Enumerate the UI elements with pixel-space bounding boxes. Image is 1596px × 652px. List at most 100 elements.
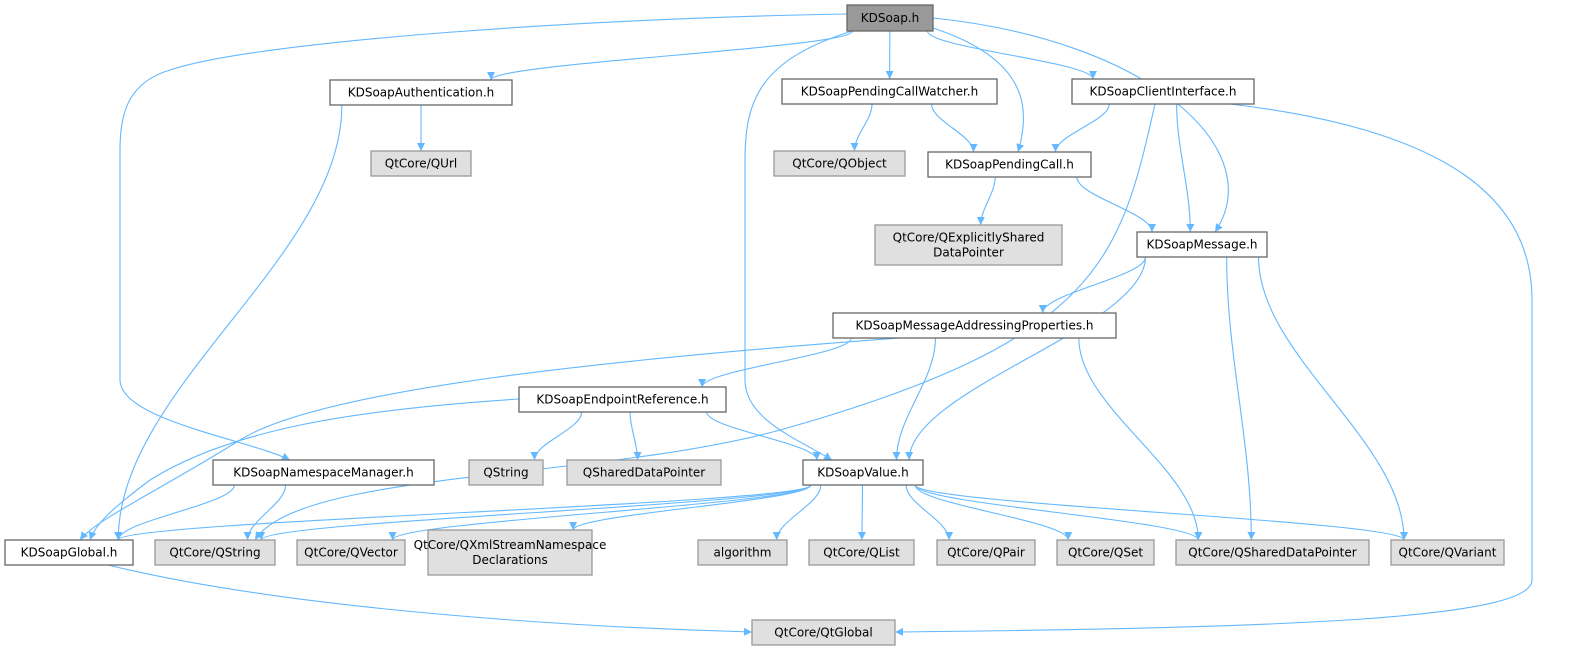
- node-qset: QtCore/QSet: [1056, 539, 1155, 566]
- node-client[interactable]: KDSoapClientInterface.h: [1071, 78, 1255, 105]
- node-box: [697, 539, 788, 566]
- edge-map-to-global: [79, 337, 901, 541]
- edge-pending-to-message: [1076, 176, 1156, 233]
- node-kdsoap[interactable]: KDSoap.h: [846, 4, 934, 32]
- node-box: [427, 529, 593, 576]
- edge-kdsoap-to-pending: [932, 27, 1025, 153]
- node-label: KDSoapMessage.h: [1146, 238, 1257, 252]
- node-qlist: QtCore/QList: [808, 539, 915, 566]
- node-message[interactable]: KDSoapMessage.h: [1136, 231, 1268, 258]
- edge-value-to-qpair: [905, 484, 954, 541]
- node-label: KDSoapGlobal.h: [21, 546, 118, 560]
- node-box: [773, 150, 906, 177]
- edge-value-to-global: [114, 484, 812, 541]
- node-label: QtCore/QList: [823, 546, 900, 560]
- node-box: [751, 619, 896, 646]
- node-box: [781, 78, 998, 105]
- edge-message-to-qshared: [1226, 256, 1256, 541]
- node-qtglobal: QtCore/QtGlobal: [751, 619, 896, 646]
- node-value[interactable]: KDSoapValue.h: [802, 459, 924, 486]
- node-label: KDSoapClientInterface.h: [1090, 85, 1237, 99]
- edge-nsmgr-to-global: [114, 484, 235, 541]
- node-label: QtCore/QVariant: [1399, 546, 1497, 560]
- node-box: [566, 459, 722, 486]
- node-global[interactable]: KDSoapGlobal.h: [4, 539, 134, 566]
- node-label: QtCore/QObject: [792, 157, 887, 171]
- node-label: QtCore/QString: [169, 546, 260, 560]
- node-watcher[interactable]: KDSoapPendingCallWatcher.h: [781, 78, 998, 105]
- node-box: [936, 539, 1036, 566]
- node-box: [802, 459, 924, 486]
- node-label: algorithm: [714, 546, 772, 560]
- node-box: [1136, 231, 1268, 258]
- edge-kdsoap-to-auth: [487, 30, 854, 81]
- node-box: [4, 539, 134, 566]
- edge-map-to-endpoint: [698, 337, 853, 388]
- node-qstring_bare: QString: [468, 459, 544, 486]
- node-label: KDSoapValue.h: [817, 466, 908, 480]
- edge-nsmgr-to-qstring: [243, 484, 287, 541]
- node-label: QSharedDataPointer: [583, 466, 706, 480]
- node-label: KDSoapNamespaceManager.h: [233, 466, 414, 480]
- edge-endpoint-to-qstring_bare: [530, 411, 583, 461]
- node-label: KDSoapEndpointReference.h: [536, 393, 708, 407]
- node-algorithm: algorithm: [697, 539, 788, 566]
- node-label: QtCore/QPair: [947, 546, 1025, 560]
- edge-endpoint-to-qshared_bare: [629, 411, 642, 461]
- edge-value-to-algorithm: [772, 484, 822, 541]
- node-box: [468, 459, 544, 486]
- node-box: [518, 386, 727, 413]
- node-label: KDSoapAuthentication.h: [348, 86, 495, 100]
- edge-message-to-value: [905, 256, 1147, 461]
- edge-client-to-qstring: [254, 103, 1156, 541]
- node-label: QtCore/QUrl: [385, 157, 457, 171]
- edge-value-to-qshared: [914, 484, 1203, 541]
- edge-message-to-qvariant: [1257, 256, 1409, 541]
- edge-map-to-value: [892, 337, 937, 461]
- edge-global-to-qtglobal: [107, 564, 753, 636]
- node-label: QString: [483, 466, 528, 480]
- node-nsmgr[interactable]: KDSoapNamespaceManager.h: [212, 459, 435, 486]
- edge-value-to-qxml: [569, 484, 812, 531]
- node-map[interactable]: KDSoapMessageAddressingProperties.h: [832, 312, 1117, 339]
- node-box: [1071, 78, 1255, 105]
- node-box: [846, 4, 934, 32]
- edge-client-to-pending: [1051, 103, 1110, 153]
- node-box: [927, 151, 1092, 178]
- edge-client-to-message: [1176, 103, 1195, 233]
- edge-pending-to-qexpl: [976, 176, 996, 226]
- node-qvariant: QtCore/QVariant: [1390, 539, 1505, 566]
- node-auth[interactable]: KDSoapAuthentication.h: [329, 79, 513, 106]
- edge-watcher-to-qobject: [850, 103, 873, 152]
- node-label: QtCore/QtGlobal: [774, 626, 872, 640]
- edge-kdsoap-to-client: [926, 30, 1097, 80]
- node-label: QtCore/QSharedDataPointer: [1188, 546, 1356, 560]
- node-qshared: QtCore/QSharedDataPointer: [1175, 539, 1370, 566]
- edge-endpoint-to-global: [88, 398, 520, 541]
- node-qpair: QtCore/QPair: [936, 539, 1036, 566]
- node-qshared_bare: QSharedDataPointer: [566, 459, 722, 486]
- edge-client-to-qtglobal: [894, 103, 1533, 636]
- edge-value-to-qvariant: [914, 484, 1408, 541]
- edge-watcher-to-pending: [930, 103, 978, 153]
- node-pending[interactable]: KDSoapPendingCall.h: [927, 151, 1092, 178]
- edge-kdsoap-to-nsmgr: [119, 13, 848, 461]
- node-label: QtCore/QSet: [1068, 546, 1143, 560]
- node-box: [832, 312, 1117, 339]
- node-box: [370, 150, 472, 177]
- node-qobject: QtCore/QObject: [773, 150, 906, 177]
- node-label: KDSoapPendingCallWatcher.h: [801, 85, 978, 99]
- edge-map-to-qshared: [1078, 337, 1203, 541]
- node-qvector: QtCore/QVector: [296, 539, 406, 566]
- edge-value-to-qstring: [257, 484, 812, 541]
- edge-kdsoap-to-message: [932, 17, 1229, 233]
- edges-layer: [79, 13, 1533, 636]
- node-endpoint[interactable]: KDSoapEndpointReference.h: [518, 386, 727, 413]
- node-box: [329, 79, 513, 106]
